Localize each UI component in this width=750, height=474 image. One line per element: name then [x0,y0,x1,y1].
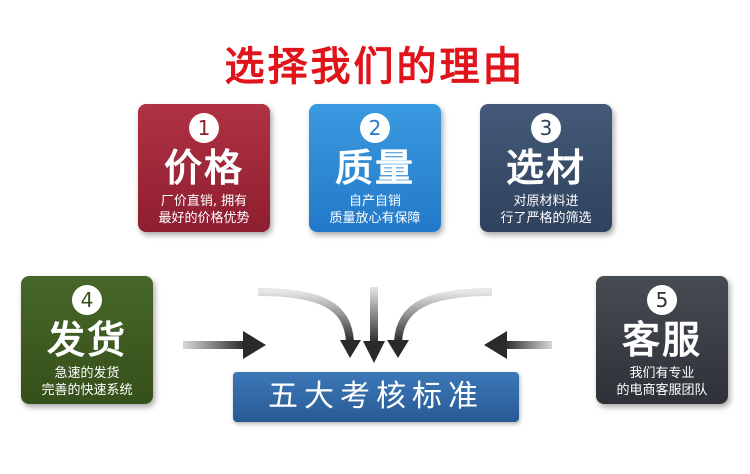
card-shipping: 4 发货 急速的发货 完善的快速系统 [21,276,153,404]
card-heading: 质量 [334,145,415,190]
page-title: 选择我们的理由 [224,44,526,90]
card-heading: 价格 [163,145,244,190]
card-desc-line1: 厂价直销, 拥有 [160,194,248,209]
card-desc-line2: 最好的价格优势 [158,211,250,226]
card-price: 1 价格 厂价直销, 拥有 最好的价格优势 [138,104,270,232]
card-quality: 2 质量 自产自销 质量放心有保障 [309,104,441,232]
card-desc-line2: 完善的快速系统 [41,383,133,398]
card-desc-line1: 急速的发货 [54,366,120,381]
card-desc-line2: 行了严格的筛选 [500,211,592,226]
number-badge: 5 [647,285,677,315]
card-materials: 3 选材 对原材料进 行了严格的筛选 [480,104,612,232]
number-badge: 1 [189,113,219,143]
card-desc-line2: 的电商客服团队 [616,383,708,398]
card-heading: 客服 [621,317,702,362]
card-desc-line1: 我们有专业 [629,366,695,381]
card-desc-line1: 自产自销 [348,194,401,209]
number-badge: 3 [531,113,561,143]
card-service: 5 客服 我们有专业 的电商客服团队 [596,276,728,404]
arrow-left-icon [183,331,266,359]
arrow-down-icon [363,287,385,363]
card-desc-line1: 对原材料进 [513,194,579,209]
curved-arrow-left-icon [257,288,361,358]
arrow-right-icon [484,331,552,359]
number-badge: 4 [72,285,102,315]
five-standards-label: 五大考核标准 [233,372,519,422]
number-badge: 2 [360,113,390,143]
curved-arrow-right-icon [387,288,493,358]
card-heading: 发货 [46,317,127,362]
card-heading: 选材 [505,145,586,190]
card-desc-line2: 质量放心有保障 [329,211,421,226]
